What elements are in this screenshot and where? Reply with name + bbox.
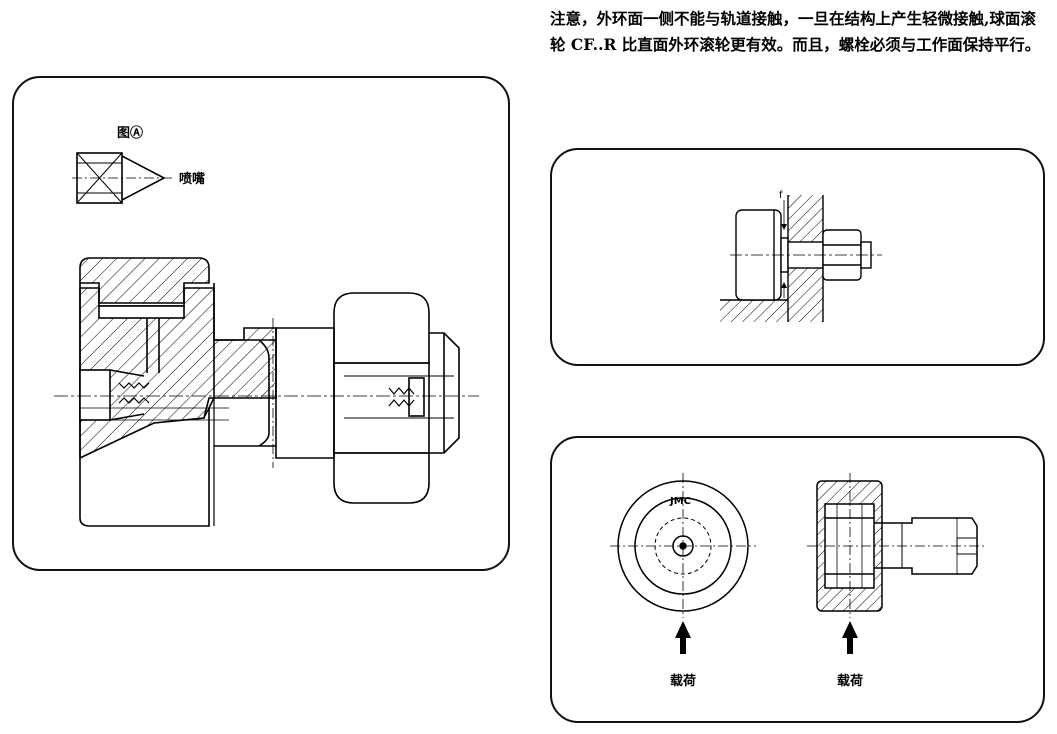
shaft-end bbox=[429, 332, 460, 454]
hex-nut-top bbox=[333, 292, 430, 364]
needle-race bbox=[98, 305, 185, 319]
mounting-panel: f bbox=[550, 148, 1045, 366]
load-panel: JMC 载荷 载荷 bbox=[550, 436, 1045, 723]
figure-label: 图Ⓐ bbox=[117, 126, 144, 141]
base-plate bbox=[720, 300, 788, 322]
load-arrow-right bbox=[842, 621, 858, 654]
note-text: 注意，外环面一侧不能与轨道接触，一旦在结构上产生轻微接触,球面滚轮 CF..R … bbox=[550, 9, 1041, 54]
cam-follower-section-drawing bbox=[54, 152, 479, 527]
cross-section-panel: 图Ⓐ 喷嘴 bbox=[12, 76, 510, 571]
load-label-left: 载荷 bbox=[670, 674, 697, 689]
mounting-drawing bbox=[720, 195, 882, 322]
load-arrow-left bbox=[675, 621, 691, 654]
gap-label: f bbox=[779, 190, 783, 201]
brand-text: JMC bbox=[670, 496, 692, 507]
nozzle-label: 喷嘴 bbox=[179, 172, 206, 187]
load-label-right: 载荷 bbox=[837, 674, 864, 689]
hex-nut-bottom bbox=[333, 452, 430, 504]
load-drawing bbox=[610, 473, 984, 654]
